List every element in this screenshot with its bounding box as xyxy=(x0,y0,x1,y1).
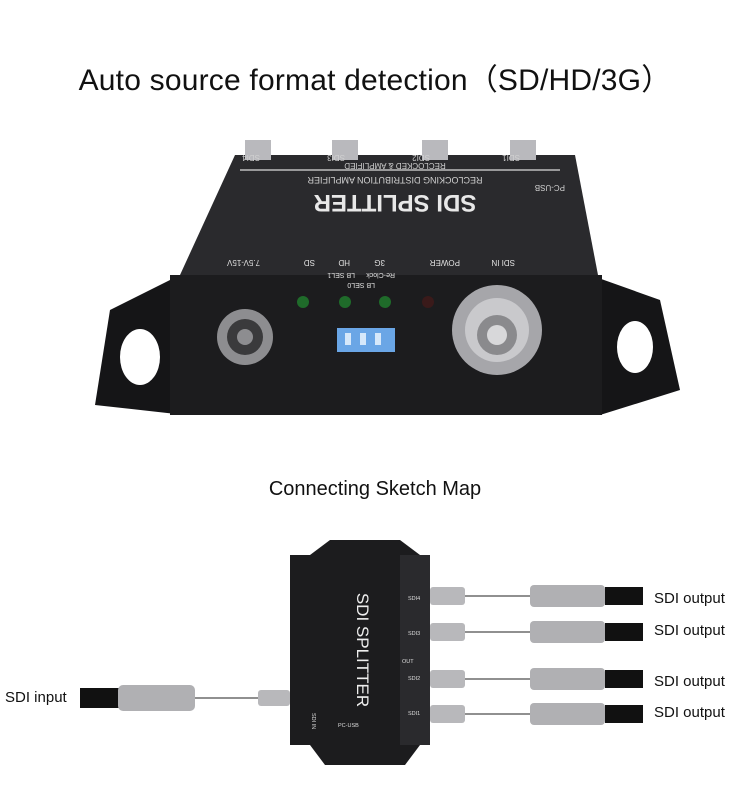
sketch-pc-usb: PC-USB xyxy=(338,723,359,729)
sdi-output-label-2: SDI output xyxy=(654,622,725,639)
output-cable-1 xyxy=(530,585,643,607)
lbsel0-photo: LB SEL0 xyxy=(347,281,375,288)
device-bnc-in xyxy=(258,690,290,706)
led-power xyxy=(422,296,434,308)
device-bnc-2 xyxy=(430,623,465,641)
sketch-flange-bottom xyxy=(310,745,420,765)
sketch-port-sdi2: SDI2 xyxy=(408,676,420,682)
device-subtitle-photo: RECLOCKING DISTRIBUTION AMPLIFIER xyxy=(307,175,483,185)
sdi-in-photo: SDI IN xyxy=(491,258,515,267)
headline: Auto source format detection（SD/HD/3G） xyxy=(78,64,672,97)
sketch-port-sdi3: SDI3 xyxy=(408,631,420,637)
voltage-photo: 7.5V-15V xyxy=(226,258,260,267)
sdi-output-label-4: SDI output xyxy=(654,704,725,721)
port-sdi2: SDI2 xyxy=(412,153,430,162)
device-bnc-4 xyxy=(430,705,465,723)
led-hd xyxy=(339,296,351,308)
sdi-input-label: SDI input xyxy=(5,689,67,706)
sdi-output-label-1: SDI output xyxy=(654,590,725,607)
device-top xyxy=(180,155,598,275)
lbsel1-photo: LB SEL1 xyxy=(327,271,355,278)
led-3g xyxy=(379,296,391,308)
reclock-photo: Re-Clock xyxy=(366,271,395,278)
output-cable-2 xyxy=(530,621,643,643)
sketch-flange-top xyxy=(310,540,420,555)
power-photo: POWER xyxy=(430,258,460,267)
sketch-port-sdi1: SDI1 xyxy=(408,711,420,717)
led-sd xyxy=(297,296,309,308)
sketch-device-title: SDI SPLITTER xyxy=(353,593,372,707)
sketch-out-label: OUT xyxy=(402,659,414,665)
device-title-photo: SDI SPLITTER xyxy=(314,189,477,216)
sketch-port-sdi4: SDI4 xyxy=(408,596,420,602)
input-cable xyxy=(80,685,195,711)
sketch-sdi-in: SDI IN xyxy=(310,713,316,729)
device-bnc-1 xyxy=(430,587,465,605)
led-hd-photo: HD xyxy=(338,258,350,267)
product-photo: SDI SPLITTER RECLOCKING DISTRIBUTION AMP… xyxy=(95,140,680,415)
output-cable-4 xyxy=(530,703,643,725)
output-cable-3 xyxy=(530,668,643,690)
connecting-sketch: SDI SPLITTER SDI IN PC-USB OUT SDI4 SDI3… xyxy=(80,540,643,765)
led-sd-photo: SD xyxy=(304,258,315,267)
pc-usb-photo: PC-USB xyxy=(535,183,565,192)
led-3g-photo: 3G xyxy=(374,258,385,267)
sdi-output-label-3: SDI output xyxy=(654,673,725,690)
port-sdi1: SDI1 xyxy=(502,153,520,162)
port-sdi4: SDI4 xyxy=(242,153,260,162)
band-label-photo: RECLOCKED & AMPLIFIED xyxy=(344,161,446,170)
device-bnc-3 xyxy=(430,670,465,688)
sketch-title: Connecting Sketch Map xyxy=(268,478,482,500)
port-sdi3: SDI3 xyxy=(327,153,345,162)
